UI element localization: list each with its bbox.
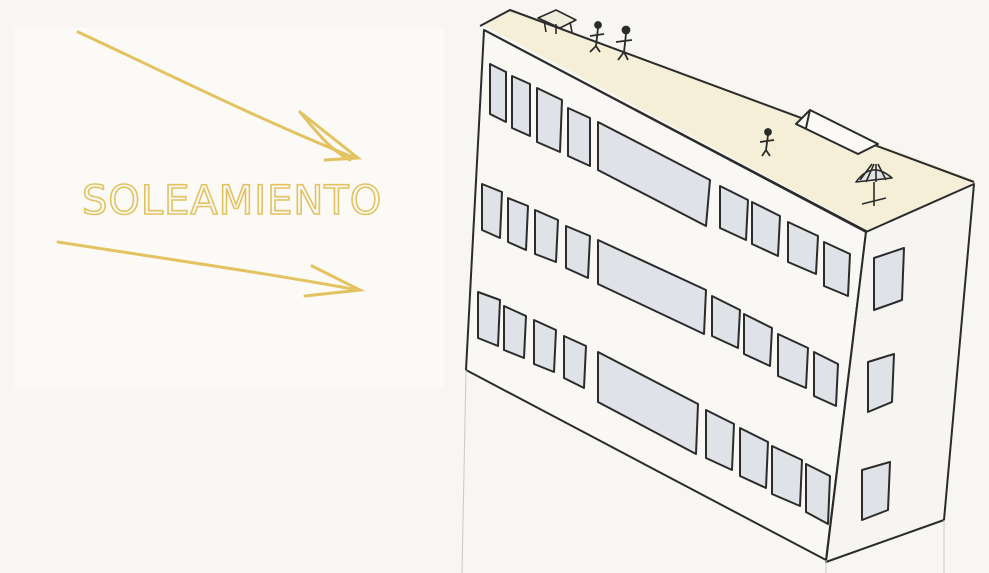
sun-label: SOLEAMIENTO	[82, 178, 382, 224]
